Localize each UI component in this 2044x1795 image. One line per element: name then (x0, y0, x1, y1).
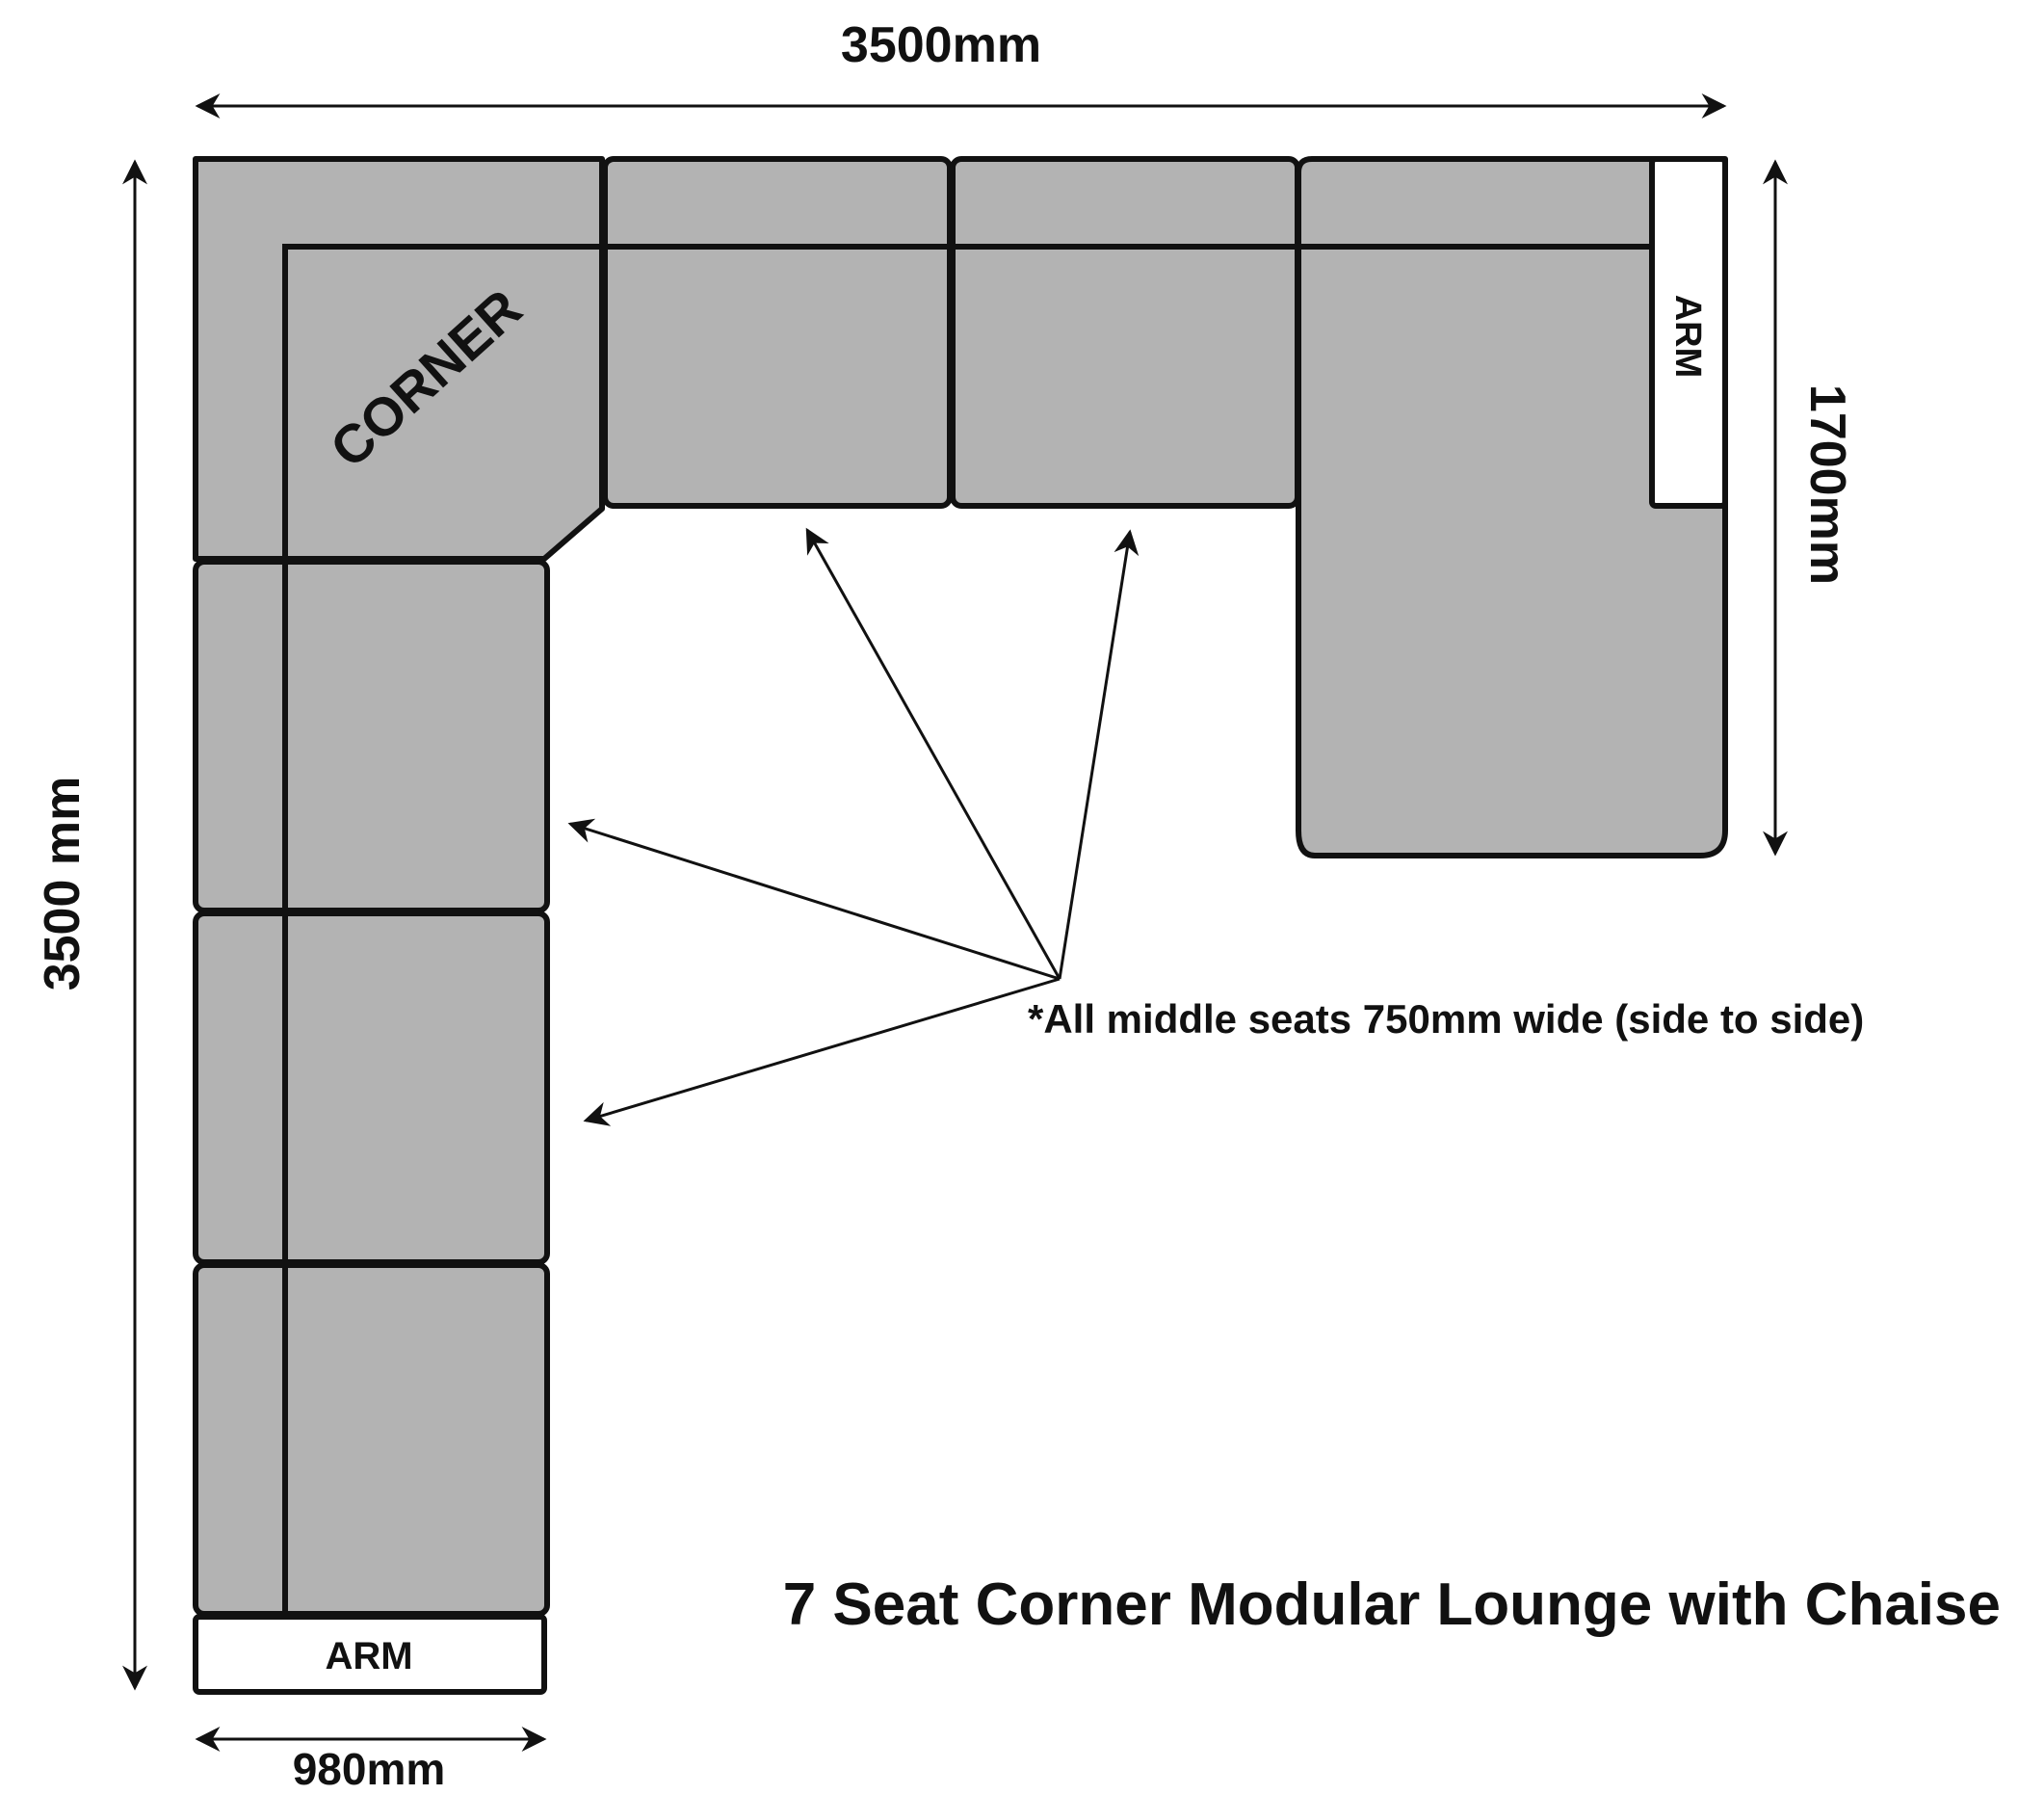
left-height-label: 3500 mm (35, 777, 91, 991)
chaise-arm (1649, 156, 1728, 509)
bottom-arm (193, 1614, 547, 1695)
pointer-arrow-top-seat-2 (1058, 529, 1140, 980)
left-seat-1 (193, 559, 550, 913)
left-seat-3 (193, 1262, 550, 1617)
top-width-label: 3500mm (841, 17, 1041, 73)
bottom-arm-label: ARM (325, 1635, 412, 1677)
pointer-arrow-top-seat-1 (805, 527, 1061, 980)
pointer-arrow-left-seat-2 (583, 977, 1061, 1126)
backrest-line (282, 244, 1652, 1614)
chaise-arm-label: ARM (1667, 295, 1708, 379)
left-seat-2 (193, 911, 550, 1265)
arm-width-label: 980mm (293, 1744, 446, 1794)
diagram-title: 7 Seat Corner Modular Lounge with Chaise (783, 1571, 2001, 1638)
corner-seat (193, 156, 605, 562)
pointer-arrow-left-seat-1 (567, 818, 1061, 981)
chaise-length-label: 1700mm (1799, 384, 1855, 585)
top-seat-2 (950, 156, 1300, 509)
chaise-seat (1296, 156, 1728, 858)
top-seat-1 (602, 156, 953, 509)
middle-seats-note: *All middle seats 750mm wide (side to si… (1028, 996, 1864, 1042)
